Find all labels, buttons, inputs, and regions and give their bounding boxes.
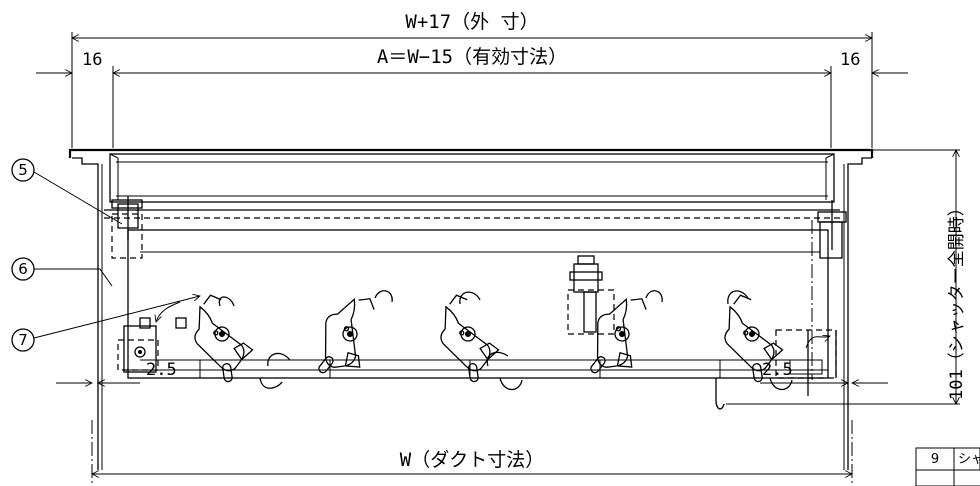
left-margin-dimension: 16 bbox=[36, 50, 150, 73]
duct-width-label: W（ダクト寸法） bbox=[400, 449, 544, 471]
outer-width-dimension: W+17（外 寸） bbox=[72, 11, 872, 148]
frame-flange bbox=[68, 148, 874, 470]
callout-6: 6 bbox=[11, 257, 113, 287]
effective-width-dimension: A＝W−15（有効寸法） bbox=[113, 46, 831, 148]
callout-6-number: 6 bbox=[18, 260, 28, 278]
right-gap-label: 2.5 bbox=[762, 360, 793, 380]
callout-7: 7 bbox=[11, 296, 200, 352]
duct-width-dimension: W（ダクト寸法） bbox=[92, 449, 852, 474]
effective-width-label: A＝W−15（有効寸法） bbox=[377, 46, 567, 68]
lever-assemblies bbox=[188, 285, 793, 410]
outer-width-label: W+17（外 寸） bbox=[405, 11, 538, 33]
left-margin-label: 16 bbox=[82, 50, 102, 70]
right-margin-dimension: 16 bbox=[840, 50, 908, 73]
right-margin-label: 16 bbox=[840, 50, 860, 70]
parts-table-row-number: 9 bbox=[931, 452, 939, 467]
parts-table-row-name: シャ bbox=[958, 452, 980, 467]
callout-7-number: 7 bbox=[18, 331, 28, 349]
callout-5-number: 5 bbox=[18, 161, 28, 179]
height-label: 101（シャッター全開時） bbox=[947, 199, 967, 400]
height-dimension: 101（シャッター全開時） bbox=[726, 150, 967, 404]
parts-table: 9 シャ bbox=[915, 447, 980, 486]
callout-5: 5 bbox=[11, 158, 123, 225]
shutter-body bbox=[111, 196, 847, 379]
left-gap-label: 2.5 bbox=[146, 360, 177, 380]
